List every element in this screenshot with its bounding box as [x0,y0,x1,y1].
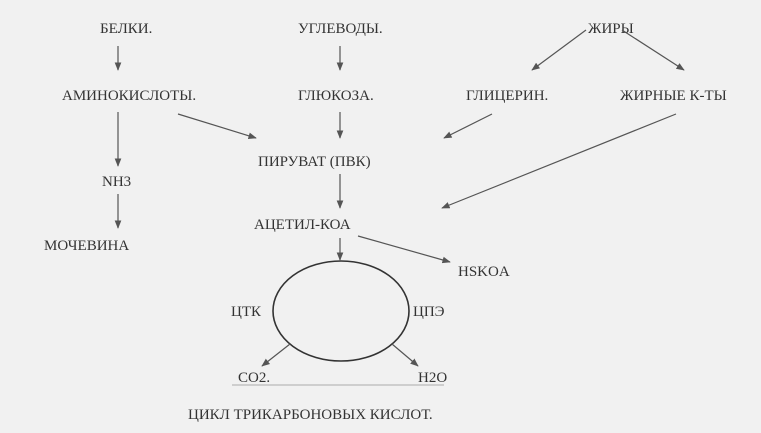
node-carbohydrates: УГЛЕВОДЫ. [298,21,383,37]
node-glucose: ГЛЮКОЗА. [298,88,374,104]
node-h2o: H2O [418,370,447,386]
node-pyruvate: ПИРУВАТ (ПВК) [258,154,371,170]
node-acetyl-coa: АЦЕТИЛ-КОА [254,217,351,233]
arrow-fats-to-glycerol [531,29,587,71]
label-etc: ЦПЭ [413,304,445,320]
tca-cycle-ellipse [272,260,410,362]
label-tca: ЦТК [231,304,262,320]
node-fatty-acids: ЖИРНЫЕ К-ТЫ [620,88,727,104]
node-fats: ЖИРЫ [588,21,634,37]
arrow-glycerol-to-pyruvate [443,113,493,139]
diagram-caption: ЦИКЛ ТРИКАРБОНОВЫХ КИСЛОТ. [188,407,433,423]
node-proteins: БЕЛКИ. [100,21,152,37]
arrow-fatty-acids-to-acetyl-coa [441,113,677,209]
node-glycerol: ГЛИЦЕРИН. [466,88,548,104]
node-amino-acids: АМИНОКИСЛОТЫ. [62,88,196,104]
arrow-cycle-to-h2o [391,343,419,367]
node-hskoa: HSKOA [458,264,510,280]
arrow-amino-acids-to-pyruvate [177,113,257,139]
arrow-cycle-to-co2 [261,343,291,367]
arrow-fats-to-fatty-acids [621,29,685,71]
arrow-acetyl-coa-to-hskoa [357,235,451,264]
node-co2: CO2. [238,370,270,386]
node-nh3: NH3 [102,174,131,190]
node-urea: МОЧЕВИНА [44,238,129,254]
